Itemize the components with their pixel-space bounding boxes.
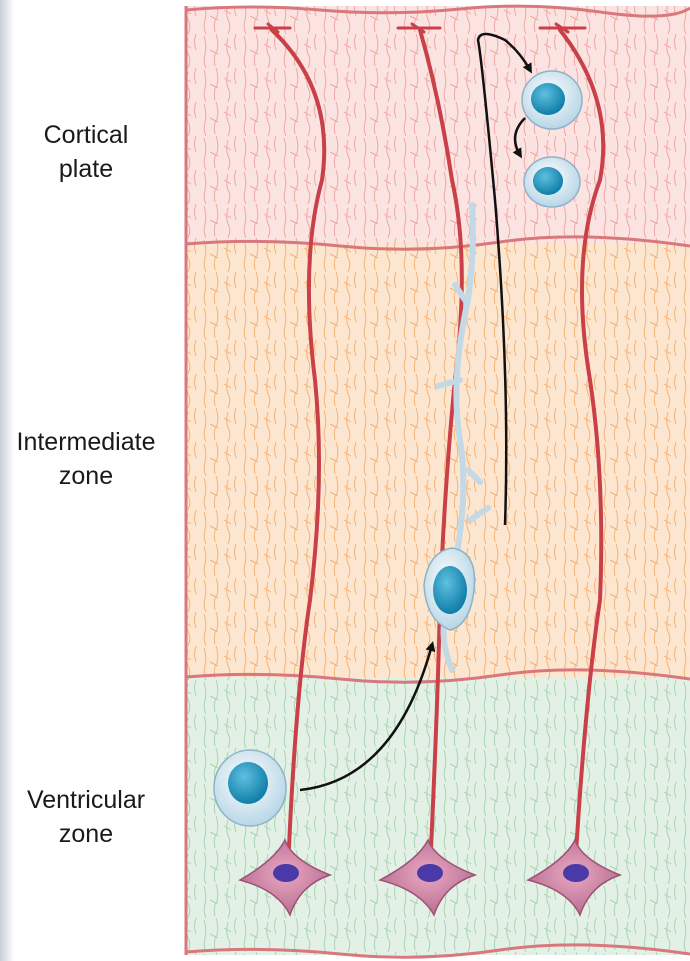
cortical-plate-zone (186, 6, 690, 244)
neuron-cortical-lower (524, 157, 580, 207)
neuron-cortical-upper (522, 71, 582, 129)
neuron-ventricular-origin (214, 750, 286, 826)
